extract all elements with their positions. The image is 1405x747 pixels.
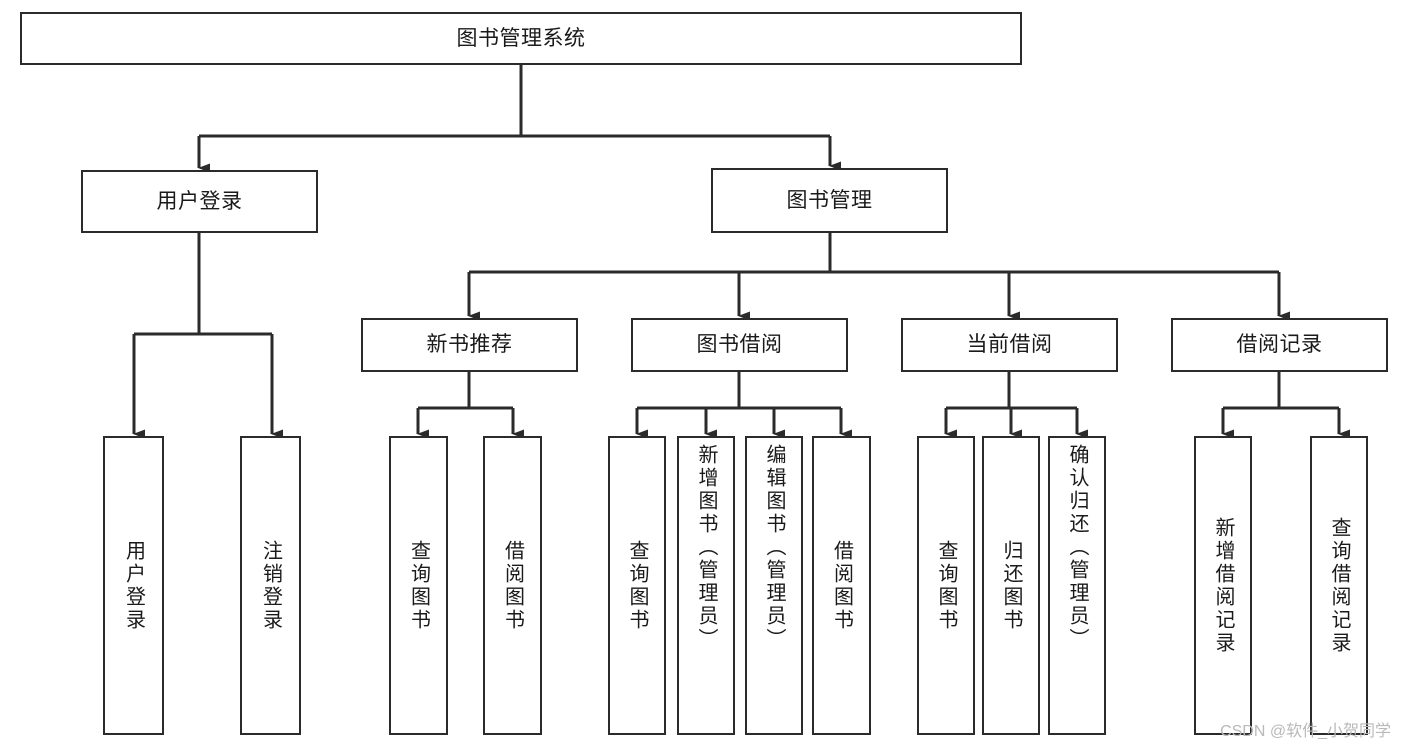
node-leaf-user-logout-label: 注销登录 bbox=[259, 539, 282, 632]
node-book-borrow[interactable]: 图书借阅 bbox=[631, 318, 848, 372]
node-book-management-label: 图书管理 bbox=[786, 188, 873, 212]
node-user-login-label: 用户登录 bbox=[156, 189, 243, 213]
node-leaf-add-book[interactable]: 新增图书（管理员） bbox=[677, 436, 735, 735]
node-leaf-borrow-book-2-label: 借阅图书 bbox=[830, 539, 853, 632]
node-book-borrow-label: 图书借阅 bbox=[696, 333, 783, 357]
node-leaf-borrow-book-2[interactable]: 借阅图书 bbox=[812, 436, 871, 735]
node-leaf-query-record-label: 查询借阅记录 bbox=[1328, 516, 1350, 655]
node-leaf-confirm-return[interactable]: 确认归还（管理员） bbox=[1048, 436, 1106, 735]
node-leaf-add-record-label: 新增借阅记录 bbox=[1212, 516, 1234, 655]
node-leaf-edit-book[interactable]: 编辑图书（管理员） bbox=[745, 436, 803, 735]
node-leaf-user-login[interactable]: 用户登录 bbox=[103, 436, 164, 735]
node-leaf-query-book-3-label: 查询图书 bbox=[935, 539, 957, 632]
node-leaf-return-book[interactable]: 归还图书 bbox=[982, 436, 1040, 735]
node-leaf-query-book-1[interactable]: 查询图书 bbox=[389, 436, 448, 735]
node-current-borrow[interactable]: 当前借阅 bbox=[901, 318, 1118, 372]
node-new-book-recommend[interactable]: 新书推荐 bbox=[361, 318, 578, 372]
node-leaf-query-book-3[interactable]: 查询图书 bbox=[917, 436, 975, 735]
node-leaf-edit-book-label: 编辑图书（管理员） bbox=[763, 444, 785, 651]
node-leaf-add-book-label: 新增图书（管理员） bbox=[695, 444, 717, 651]
node-leaf-query-book-1-label: 查询图书 bbox=[407, 539, 430, 632]
node-leaf-borrow-book-1-label: 借阅图书 bbox=[501, 539, 524, 632]
node-leaf-query-book-2-label: 查询图书 bbox=[626, 539, 648, 632]
node-book-management[interactable]: 图书管理 bbox=[711, 168, 948, 233]
node-leaf-add-record[interactable]: 新增借阅记录 bbox=[1194, 436, 1252, 735]
node-root-label: 图书管理系统 bbox=[456, 26, 586, 50]
node-leaf-confirm-return-label: 确认归还（管理员） bbox=[1066, 444, 1088, 651]
node-leaf-query-record[interactable]: 查询借阅记录 bbox=[1310, 436, 1368, 735]
node-leaf-return-book-label: 归还图书 bbox=[1000, 539, 1022, 632]
node-leaf-borrow-book-1[interactable]: 借阅图书 bbox=[483, 436, 542, 735]
node-user-login[interactable]: 用户登录 bbox=[81, 170, 318, 233]
node-borrow-record-label: 借阅记录 bbox=[1236, 333, 1323, 357]
node-root[interactable]: 图书管理系统 bbox=[20, 12, 1022, 65]
watermark-text: CSDN @软件_小贺同学 bbox=[1220, 723, 1391, 740]
node-current-borrow-label: 当前借阅 bbox=[966, 333, 1053, 357]
node-new-book-recommend-label: 新书推荐 bbox=[426, 333, 513, 357]
node-leaf-query-book-2[interactable]: 查询图书 bbox=[608, 436, 666, 735]
node-leaf-user-logout[interactable]: 注销登录 bbox=[240, 436, 301, 735]
node-borrow-record[interactable]: 借阅记录 bbox=[1171, 318, 1388, 372]
node-leaf-user-login-label: 用户登录 bbox=[122, 539, 145, 632]
